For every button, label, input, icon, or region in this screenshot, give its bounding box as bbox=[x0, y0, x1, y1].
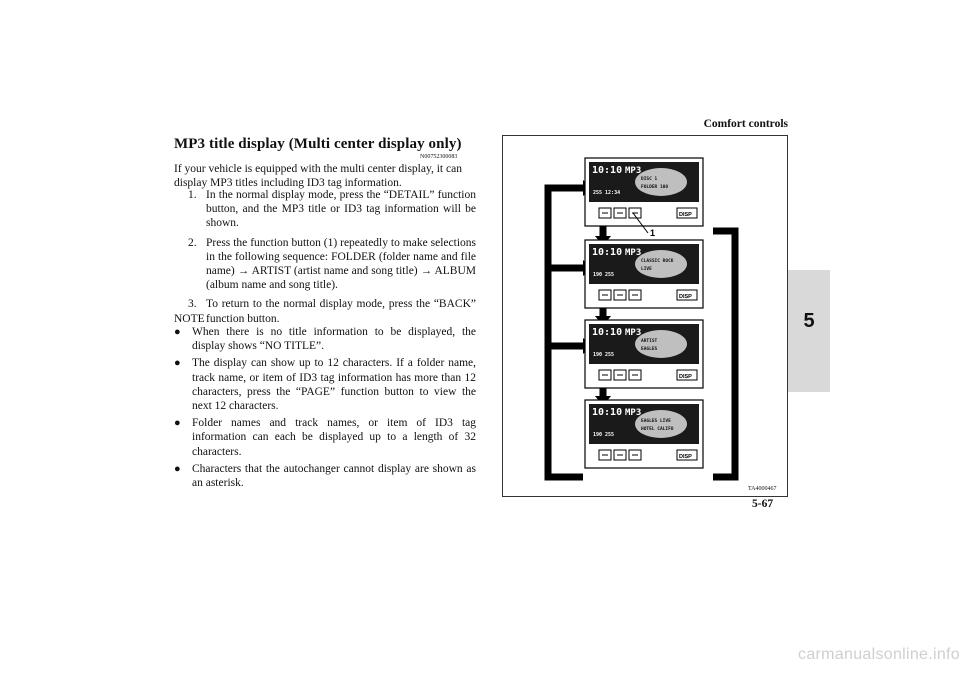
step-item: 2. Press the function button (1) repeated… bbox=[174, 236, 476, 293]
disp-button[interactable] bbox=[676, 369, 698, 381]
bullet-icon: ● bbox=[174, 462, 181, 475]
step-item: 1. In the normal display mode, press the … bbox=[174, 188, 476, 231]
lcd-side-info: 190 255 bbox=[593, 272, 614, 278]
callout-leader bbox=[632, 212, 649, 234]
watermark: carmanualsonline.info bbox=[798, 646, 960, 663]
intro-paragraph: If your vehicle is equipped with the mul… bbox=[174, 163, 462, 190]
page-number: 5-67 bbox=[752, 498, 774, 510]
figure-code: TA4000467 bbox=[748, 486, 777, 492]
disc-graphic bbox=[635, 250, 687, 278]
disp-button-label: DISP bbox=[679, 212, 692, 218]
chapter-tab: 5 bbox=[788, 270, 830, 392]
section-title: MP3 title display (Multi center display … bbox=[174, 136, 462, 152]
disp-button-label: DISP bbox=[679, 294, 692, 300]
step-text: In the normal display mode, press the “D… bbox=[206, 189, 476, 230]
note-item: ● Characters that the autochanger cannot … bbox=[174, 462, 476, 490]
return-loop-arrow bbox=[544, 184, 583, 481]
lcd-side-info: 190 255 bbox=[593, 352, 614, 358]
lcd-line-1: ARTIST bbox=[641, 338, 658, 344]
note-text: Folder names and track names, or item of… bbox=[192, 417, 476, 458]
lcd-mode: MP3 bbox=[625, 408, 641, 418]
right-return-arrow bbox=[713, 227, 739, 481]
step-number: 3. bbox=[188, 298, 197, 311]
step-text: To return to the normal display mode, pr… bbox=[206, 298, 476, 325]
lcd-line-1: DISC 1 bbox=[641, 176, 658, 182]
note-item: ● The display can show up to 12 character… bbox=[174, 356, 476, 413]
note-label: NOTE bbox=[174, 313, 205, 325]
disp-button-label: DISP bbox=[679, 374, 692, 380]
lcd-mode: MP3 bbox=[625, 248, 641, 258]
running-header: Comfort controls bbox=[703, 118, 788, 130]
disc-graphic bbox=[635, 410, 687, 438]
lcd-clock: 10:10 bbox=[592, 407, 622, 418]
lcd-clock: 10:10 bbox=[592, 165, 622, 176]
note-list: ● When there is no title information to b… bbox=[174, 325, 476, 493]
disp-button[interactable] bbox=[676, 449, 698, 461]
disp-button[interactable] bbox=[676, 289, 698, 301]
lcd-line-1: EAGLES LIVE bbox=[641, 418, 671, 424]
disp-button-label: DISP bbox=[679, 454, 692, 460]
lcd-line-2: HOTEL CALIFO bbox=[641, 426, 674, 432]
note-item: ● Folder names and track names, or item o… bbox=[174, 416, 476, 459]
note-item: ● When there is no title information to b… bbox=[174, 325, 476, 353]
disp-button[interactable] bbox=[676, 207, 698, 219]
note-text: Characters that the autochanger cannot d… bbox=[192, 462, 476, 490]
lcd-line-1: CLASSIC ROCK bbox=[641, 258, 674, 264]
lcd-side-info: 255 12:34 bbox=[593, 190, 620, 196]
disc-graphic bbox=[635, 330, 687, 358]
lcd-mode: MP3 bbox=[625, 166, 641, 176]
section-code: N00752300083 bbox=[420, 154, 458, 160]
step-list: 1. In the normal display mode, press the … bbox=[174, 188, 476, 331]
lcd-line-2: LIVE bbox=[641, 266, 652, 272]
lcd-line-2: FOLDER 100 bbox=[641, 184, 668, 190]
bullet-icon: ● bbox=[174, 357, 181, 370]
step-item: 3. To return to the normal display mode, … bbox=[174, 297, 476, 325]
lcd-clock: 10:10 bbox=[592, 247, 622, 258]
step-text: Press the function button (1) repeatedly… bbox=[206, 236, 476, 292]
step-number: 1. bbox=[188, 189, 197, 201]
chapter-number: 5 bbox=[803, 310, 815, 332]
disc-graphic bbox=[635, 168, 687, 196]
note-text: The display can show up to 12 characters… bbox=[192, 357, 476, 413]
lcd-mode: MP3 bbox=[625, 328, 641, 338]
note-text: When there is no title information to be… bbox=[192, 326, 476, 353]
lcd-clock: 10:10 bbox=[592, 327, 622, 338]
step-number: 2. bbox=[188, 236, 197, 249]
lcd-side-info: 190 255 bbox=[593, 432, 614, 438]
callout-number: 1 bbox=[650, 228, 655, 238]
bullet-icon: ● bbox=[174, 326, 181, 338]
bullet-icon: ● bbox=[174, 417, 181, 430]
lcd-line-2: EAGLES bbox=[641, 346, 658, 352]
